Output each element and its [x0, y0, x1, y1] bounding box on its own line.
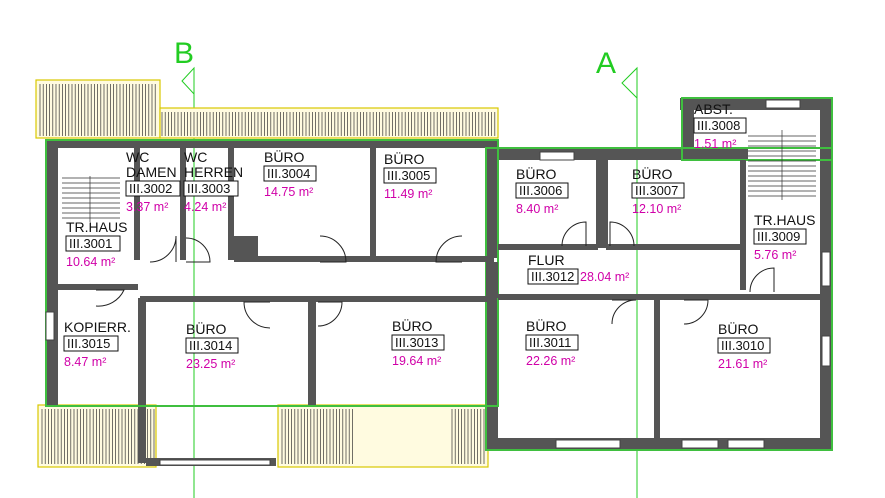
room-area: 5.76 m²: [754, 248, 796, 262]
room-name: HERREN: [184, 164, 243, 180]
room-code: III.3012: [531, 269, 574, 284]
room-code-box: [183, 180, 239, 197]
room-area: 1.51 m²: [694, 137, 736, 151]
room-name: BÜRO: [718, 320, 759, 337]
room-name: ABST.: [694, 101, 733, 117]
room-code: III.3007: [635, 183, 678, 198]
room-code: III.3006: [519, 183, 562, 198]
room-name: TR.HAUS: [754, 212, 815, 228]
room-name: BÜRO: [516, 165, 557, 182]
windows: [45, 99, 831, 466]
room-area: 28.04 m²: [580, 270, 629, 284]
room-code: III.3010: [721, 338, 764, 353]
room-code-box: [527, 268, 579, 285]
room-abst-3008: ABST.III.3008 1.51 m²: [693, 101, 747, 151]
room-area: 8.40 m²: [516, 202, 558, 216]
room-name: TR.HAUS: [66, 219, 127, 235]
staircase-right: [748, 130, 816, 200]
room-name: BÜRO: [526, 317, 567, 334]
room-name: BÜRO: [264, 148, 305, 165]
room-area: 10.64 m²: [66, 255, 115, 269]
room-code-box: [753, 228, 807, 245]
room-code: III.3001: [69, 236, 112, 251]
room-name: DAMEN: [126, 164, 177, 180]
room-name: WC: [184, 149, 207, 165]
room-code: III.3005: [387, 168, 430, 183]
room-area: 3.37 m²: [126, 200, 168, 214]
room-code: III.3009: [757, 229, 800, 244]
axis-label-b: B: [174, 37, 194, 70]
room-area: 11.49 m²: [384, 187, 432, 201]
axis-label-a: A: [596, 47, 616, 80]
room-code-box: [185, 337, 239, 354]
room-name: KOPIERR.: [64, 319, 131, 335]
room-code-box: [125, 180, 181, 197]
room-code-box: [631, 182, 685, 199]
room-code: III.3011: [529, 335, 571, 350]
room-code: III.3004: [267, 166, 310, 181]
room-code-box: [383, 167, 437, 184]
section-axis-a: A: [596, 47, 638, 498]
roof-terrace-top: [35, 79, 499, 139]
room-code-box: [65, 235, 121, 252]
terrace-bottom-left: [37, 404, 157, 468]
room-name: FLUR: [528, 252, 565, 268]
interior-walls: [58, 148, 828, 440]
room-name: BÜRO: [384, 150, 425, 167]
room-code-box: [263, 165, 317, 182]
room-area: 23.25 m²: [186, 357, 235, 371]
room-code: III.3002: [129, 181, 172, 196]
room-code: III.3008: [697, 118, 740, 133]
room-code-box: [515, 182, 569, 199]
room-code-box: [391, 334, 445, 351]
room-code-box: [693, 117, 747, 134]
staircase-left: [62, 176, 120, 222]
room-name: WC: [126, 149, 149, 165]
room-name: BÜRO: [392, 317, 433, 334]
room-kopierr-3015: KOPIERR.III.3015 8.47 m²: [63, 319, 131, 369]
room-name: BÜRO: [632, 165, 673, 182]
room-area: 8.47 m²: [64, 355, 106, 369]
section-axis-b: B: [174, 37, 195, 498]
room-code-box: [717, 337, 771, 354]
room-code: III.3013: [395, 335, 438, 350]
room-code: III.3014: [189, 338, 232, 353]
room-code-box: [525, 334, 579, 351]
doors: [95, 221, 775, 329]
room-area: 12.10 m²: [632, 202, 681, 216]
room-area: 21.61 m²: [718, 357, 767, 371]
room-code-box: [63, 335, 119, 352]
room-code: III.3015: [67, 336, 110, 351]
terrace-bottom-middle: [277, 404, 489, 468]
room-code: III.3003: [187, 181, 230, 196]
room-area: 22.26 m²: [526, 354, 575, 368]
room-area: 4.24 m²: [184, 200, 226, 214]
room-name: BÜRO: [186, 320, 227, 337]
room-area: 19.64 m²: [392, 354, 441, 368]
room-area: 14.75 m²: [264, 185, 313, 199]
